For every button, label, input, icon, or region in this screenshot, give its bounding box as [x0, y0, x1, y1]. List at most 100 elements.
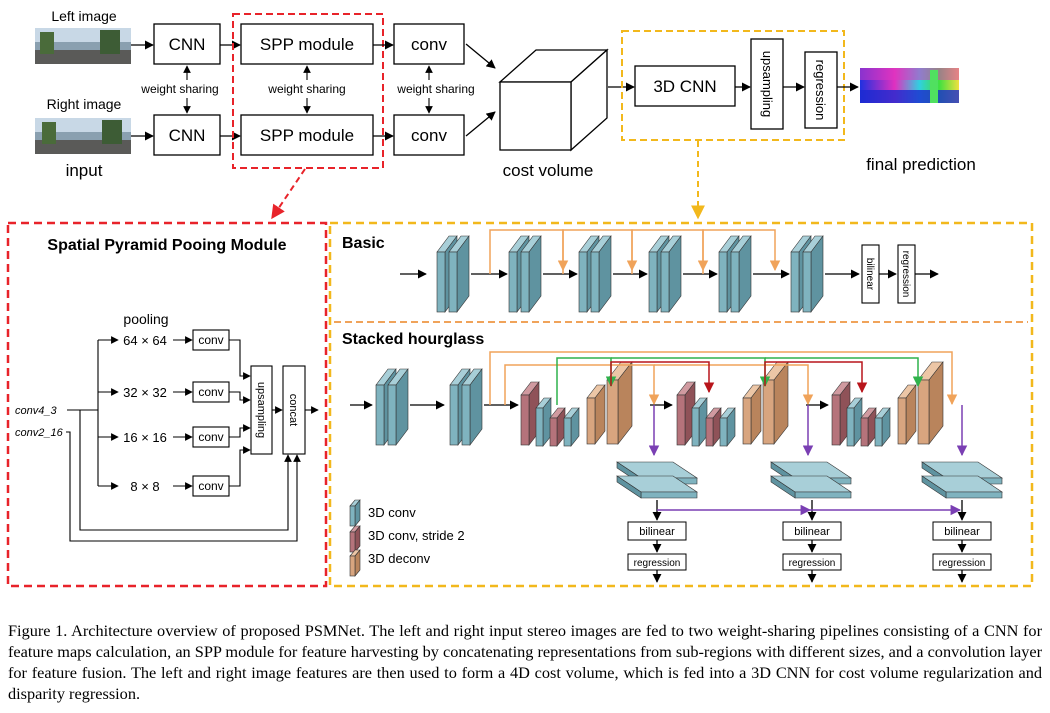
basic-title: Basic [342, 235, 385, 252]
legend-3d-deconv-swatch [349, 549, 361, 577]
spp-panel [6, 221, 328, 588]
cnn3d-highlight-box [621, 30, 845, 141]
spp-block-left [240, 23, 374, 65]
cnn3d-block [634, 65, 736, 107]
hourglass-title: Stacked hourglass [342, 331, 484, 348]
regression-label-top: regression [813, 60, 828, 121]
hg-bilinear-label-2: bilinear [794, 526, 830, 538]
conv-label-right: conv [411, 126, 447, 145]
hg3-conv-s2-2 [860, 407, 877, 447]
hg2-deconv-2 [762, 361, 789, 445]
hg-conv-block-1b [387, 368, 409, 446]
hg3-conv-2 [874, 407, 891, 447]
legend-3d-conv-swatch [349, 499, 361, 527]
right-image-thumbnail [35, 118, 131, 154]
stacked-hourglass-network [350, 351, 1003, 583]
hg-bilinear-box-1 [627, 521, 687, 541]
spp-input-conv4: conv4_3 [15, 405, 57, 417]
spp-label-right: SPP module [260, 126, 354, 145]
hg2-conv-s2-1 [676, 381, 696, 446]
right-image-label: Right image [47, 96, 122, 112]
hg-long-skip [489, 351, 958, 406]
hg-regression-box-1 [627, 553, 687, 571]
hg-skip-orange-2 [654, 364, 814, 406]
basic-conv-block-3b [590, 235, 612, 313]
hg-skip-orange-1 [504, 364, 660, 406]
final-prediction-thumbnail [860, 68, 959, 103]
hg-bilinear-label-3: bilinear [944, 526, 980, 538]
final-prediction-label: final prediction [866, 155, 976, 174]
basic-conv-block-2b [520, 235, 542, 313]
hg2-conv-1 [691, 397, 708, 447]
hg-output-volume-2 [770, 461, 852, 499]
basic-bilinear-label: bilinear [864, 258, 875, 291]
hourglass-head-3: bilinear regression [932, 521, 992, 571]
hg-skip-red-1 [610, 361, 715, 394]
hourglass-head-1: bilinear regression [627, 521, 687, 571]
spp-conv-label-3: conv [198, 430, 223, 444]
hg1-conv-1 [535, 397, 552, 447]
basic-conv-block-4b [660, 235, 682, 313]
spp-concat-label: concat [287, 394, 299, 426]
legend-3d-conv-label: 3D conv [368, 505, 416, 520]
cnn-block-left [153, 23, 221, 65]
weight-sharing-label-1: weight sharing [140, 82, 218, 96]
spp-input-conv2: conv2_16 [15, 427, 64, 439]
legend-3d-conv-stride2-swatch [349, 525, 361, 553]
cnn-label-left: CNN [169, 35, 206, 54]
pool-size-64: 64 × 64 [123, 333, 167, 348]
hg-regression-label-3: regression [939, 558, 986, 569]
hg2-conv-s2-2 [705, 407, 722, 447]
hg-regression-label-2: regression [789, 558, 836, 569]
pool-size-32: 32 × 32 [123, 385, 167, 400]
basic-bilinear-box [861, 244, 880, 304]
hg-output-volume-1 [616, 461, 698, 499]
hg-skip-green-3 [765, 357, 924, 388]
spp-conv-box-1 [192, 329, 230, 351]
weight-sharing-label-3: weight sharing [396, 82, 474, 96]
upsampling-block-top [750, 38, 784, 130]
spp-block-right [240, 114, 374, 156]
basic-conv-block-5b [730, 235, 752, 313]
pooling-label: pooling [123, 311, 168, 327]
spp-conv-label-2: conv [198, 385, 223, 399]
spp-conv-label-1: conv [198, 333, 223, 347]
left-image-thumbnail [35, 28, 131, 64]
spp-label-left: SPP module [260, 35, 354, 54]
basic-network [400, 229, 939, 313]
legend-3d-conv-stride2-label: 3D conv, stride 2 [368, 528, 465, 543]
hg3-deconv-1 [897, 384, 917, 445]
upsampling-label-top: upsampling [760, 51, 775, 118]
spp-concat-box [282, 365, 306, 455]
hg-regression-label-1: regression [634, 558, 681, 569]
legend-3d-deconv-label: 3D deconv [368, 551, 431, 566]
pool-size-16: 16 × 16 [123, 430, 167, 445]
spp-panel-title: Spatial Pyramid Pooing Module [47, 237, 286, 254]
hg-bilinear-box-2 [782, 521, 842, 541]
weight-sharing-label-2: weight sharing [267, 82, 345, 96]
pool-size-8: 8 × 8 [130, 479, 159, 494]
input-label: input [66, 161, 103, 180]
left-image-label: Left image [51, 8, 117, 24]
figure-caption: Figure 1. Architecture overview of propo… [8, 621, 1042, 703]
basic-conv-block-6b [802, 235, 824, 313]
basic-skip-4 [702, 229, 781, 274]
cnn3d-label: 3D CNN [653, 77, 716, 96]
spp-conv-box-3 [192, 426, 230, 448]
cost-volume-label: cost volume [503, 161, 594, 180]
conv-label-left: conv [411, 35, 447, 54]
hg1-deconv-1 [586, 384, 606, 445]
hg2-deconv-1 [742, 384, 762, 445]
hourglass-head-2: bilinear regression [782, 521, 842, 571]
hg-skip-red-2 [764, 361, 868, 394]
hg-bilinear-label-1: bilinear [639, 526, 675, 538]
hg-conv-block-2b [461, 368, 483, 446]
spp-conv-box-2 [192, 381, 230, 403]
spp-highlight-box [232, 13, 384, 169]
hg1-conv-2 [563, 407, 580, 447]
basic-regression-box [897, 244, 916, 304]
hg-output-volume-3 [921, 461, 1003, 499]
regression-block-top [804, 51, 838, 129]
conv-block-left [393, 23, 465, 65]
spp-conv-label-4: conv [198, 479, 223, 493]
